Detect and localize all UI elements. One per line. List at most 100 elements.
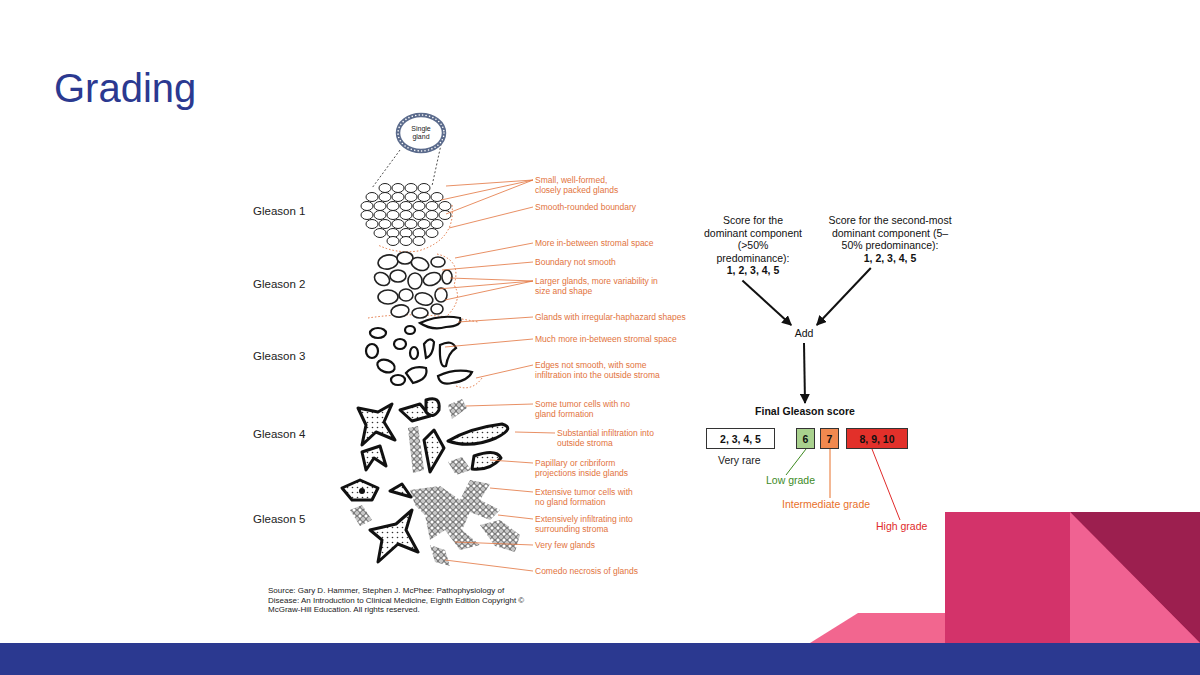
- gleason-2-glands: [390, 270, 406, 282]
- gleason-5-glands: [370, 510, 418, 562]
- gleason-5-glands: [342, 480, 418, 562]
- gleason-1-glands: [379, 184, 391, 193]
- gleason-pattern-label: Gleason 4: [253, 428, 333, 440]
- grade-label: High grade: [876, 520, 956, 532]
- gleason-3-glands: [394, 339, 406, 349]
- node-text: Score for the dominant component (>50% p…: [700, 214, 806, 264]
- node-text: Score for the second-most dominant compo…: [826, 214, 954, 252]
- callout-text: Papillary or cribriform projections insi…: [535, 458, 655, 478]
- callout-text: Substantial infiltration into outside st…: [557, 428, 665, 448]
- slide-decoration: [0, 643, 1200, 675]
- operation-label: Add: [788, 327, 820, 339]
- gleason-2-glands: [431, 304, 443, 314]
- leader-line: [466, 404, 533, 406]
- gleason-2-glands: [414, 291, 434, 307]
- gleason-2-glands: [372, 270, 392, 288]
- grade-leader-line: [830, 449, 831, 498]
- gleason-3-glands: [424, 339, 434, 358]
- gleason-3-glands: [375, 357, 396, 374]
- gleason-1-glands: [400, 237, 412, 246]
- gleason-1-glands: [392, 220, 404, 229]
- gleason-1-glands: [392, 184, 404, 193]
- slide-decoration: [1070, 512, 1200, 643]
- gleason-1-glands: [374, 202, 386, 211]
- leader-line: [445, 560, 533, 571]
- gleason-4-glands: [448, 424, 508, 444]
- leader-line: [438, 278, 533, 300]
- gleason-1-glands: [426, 202, 438, 211]
- result-heading: Final Gleason score: [745, 405, 865, 417]
- score-box: 7: [820, 428, 839, 449]
- gleason-3-glands: [366, 344, 378, 358]
- callout-text: Edges not smooth, with some infiltration…: [535, 360, 660, 380]
- gleason-2-glands: [409, 255, 430, 272]
- gleason-4-glands: [426, 399, 439, 416]
- gleason-2-glands: [399, 289, 413, 301]
- gleason-1-glands: [374, 229, 386, 238]
- gleason-1-glands: [387, 211, 399, 220]
- callout-text: Larger glands, more variability in size …: [535, 276, 670, 296]
- leader-line: [442, 262, 533, 270]
- node-text: Final Gleason score: [745, 405, 865, 417]
- leader-line: [490, 460, 533, 463]
- score-text-block: Score for the dominant component (>50% p…: [700, 214, 806, 277]
- node-text: 7: [827, 433, 833, 445]
- tumor-cells: [448, 457, 471, 475]
- tumor-cells: [430, 545, 450, 566]
- grade-label: Intermediate grade: [782, 498, 902, 510]
- gleason-2-glands: [408, 273, 422, 289]
- callout-text: Very few glands: [535, 540, 685, 550]
- leader-line: [490, 488, 533, 492]
- callout-text: Extensive tumor cells with no gland form…: [535, 487, 634, 507]
- leader-line: [449, 207, 533, 228]
- gleason-1-glands: [426, 229, 438, 238]
- leader-line: [476, 365, 533, 378]
- gleason-1-glands: [405, 184, 417, 193]
- gleason-3-glands: [405, 326, 415, 334]
- gleason-pattern-label: Gleason 3: [253, 350, 333, 362]
- callout-text: Glands with irregular-haphazard shapes: [535, 312, 720, 322]
- gleason-2-glands: [412, 308, 428, 318]
- gleason-2-glands: [378, 290, 398, 304]
- gleason-1-glands: [400, 211, 412, 220]
- callout-text: Some tumor cells with no gland formation: [535, 399, 632, 419]
- slide-decoration: [0, 512, 1200, 675]
- gleason-1-glands: [387, 237, 399, 246]
- gleason-2-glands: [431, 257, 445, 267]
- single-gland-circle: Single gland: [395, 112, 447, 154]
- callout-text: Much more in-between stromal space: [535, 334, 720, 344]
- gleason-1-glands: [392, 193, 404, 202]
- gleason-1-glands: [426, 211, 438, 220]
- grade-label: Low grade: [766, 474, 846, 486]
- gleason-1-glands: [387, 202, 399, 211]
- gleason-pattern-label: Gleason 1: [253, 205, 333, 217]
- tumor-cells: [410, 480, 500, 550]
- score-text-block: Score for the second-most dominant compo…: [826, 214, 954, 264]
- gleason-1-glands: [361, 202, 373, 211]
- callout-text: Boundary not smooth: [535, 257, 685, 267]
- callout-text: Extensively infiltrating into surroundin…: [535, 514, 641, 534]
- gleason-pattern-label: Gleason 2: [253, 278, 333, 290]
- slide-title: Grading: [54, 66, 196, 111]
- gleason-1-glands: [413, 202, 425, 211]
- gland-zoom-lines: [372, 150, 400, 188]
- tumor-cells: [350, 399, 520, 566]
- gleason-3-glands: [366, 317, 472, 385]
- leader-line: [455, 243, 533, 258]
- gleason-3-glands: [420, 317, 460, 329]
- callout-text: More in-between stromal space: [535, 238, 685, 248]
- gleason-4-glands: [424, 430, 444, 472]
- callout-text: Small, well-formed, closely packed gland…: [535, 175, 631, 195]
- tumor-cells: [408, 426, 424, 473]
- slide-decoration: [945, 512, 1200, 643]
- leader-line: [445, 339, 533, 347]
- gleason-1-glands: [439, 211, 451, 220]
- leader-line: [441, 180, 533, 214]
- gleason-1-glands: [366, 220, 378, 229]
- gleason-1-glands: [366, 193, 378, 202]
- gleason-1-glands: [400, 202, 412, 211]
- gleason-1-glands: [374, 211, 386, 220]
- gleason-5-glands: [359, 488, 365, 494]
- score-range: 1, 2, 3, 4, 5: [826, 252, 954, 265]
- tumor-cells: [480, 520, 520, 552]
